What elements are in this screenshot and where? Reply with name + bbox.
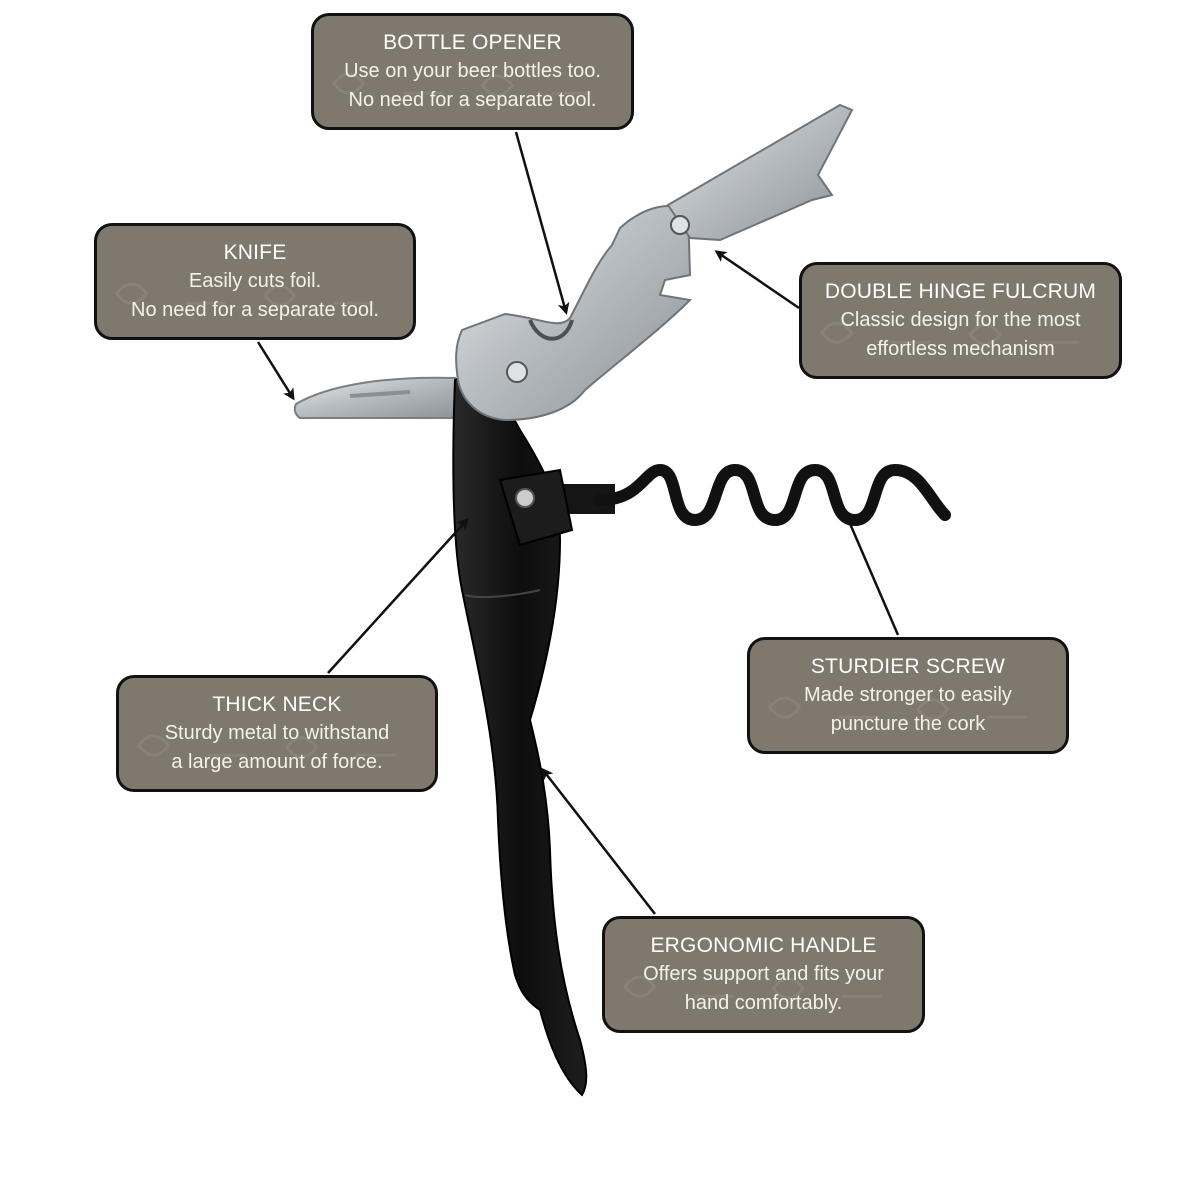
callout-line: hand comfortably. (684, 992, 843, 1014)
arrow-knife (256, 341, 295, 401)
callout-line: Use on your beer bottles too. (344, 60, 601, 82)
lever-rivet (506, 361, 528, 383)
callout-title: THICK NECK (212, 693, 342, 716)
callout-line: No need for a separate tool. (131, 299, 379, 321)
arrow-sturdier-screw (843, 509, 900, 636)
callout-line: Offers support and fits your (643, 963, 884, 985)
knife-blade (293, 376, 460, 419)
callout-line: puncture the cork (830, 713, 986, 735)
hinge-arm (666, 103, 854, 242)
arrow-double-hinge (714, 250, 800, 310)
callout-line: a large amount of force. (171, 751, 383, 773)
callout-bottle-opener: BOTTLE OPENER Use on your beer bottles t… (311, 13, 634, 130)
callout-knife: KNIFE Easily cuts foil. No need for a se… (94, 223, 416, 340)
arrow-thick-neck (327, 517, 470, 674)
callout-ergonomic-handle: ERGONOMIC HANDLE Offers support and fits… (602, 916, 925, 1033)
neck-rivet (515, 488, 535, 508)
black-handle (452, 376, 588, 1097)
callout-double-hinge-fulcrum: DOUBLE HINGE FULCRUM Classic design for … (799, 262, 1122, 379)
callout-title: ERGONOMIC HANDLE (650, 934, 877, 957)
callout-line: Easily cuts foil. (188, 270, 322, 292)
hinge-rivet (670, 215, 690, 235)
callout-line: Sturdy metal to withstand (164, 722, 390, 744)
callout-title: DOUBLE HINGE FULCRUM (824, 280, 1097, 303)
callout-line: Classic design for the most (840, 309, 1081, 331)
callout-title: BOTTLE OPENER (383, 31, 562, 54)
corkscrew-worm (594, 463, 951, 527)
callout-thick-neck: THICK NECK Sturdy metal to withstand a l… (116, 675, 438, 792)
callout-line: No need for a separate tool. (348, 89, 597, 111)
arrow-bottle-opener (514, 131, 570, 315)
arrow-ergonomic-handle (541, 767, 656, 915)
callout-title: STURDIER SCREW (810, 655, 1006, 678)
callout-title: KNIFE (223, 241, 287, 264)
callout-line: Made stronger to easily (804, 684, 1012, 706)
steel-lever (455, 205, 693, 422)
callout-line: effortless mechanism (866, 338, 1055, 360)
callout-sturdier-screw: STURDIER SCREW Made stronger to easily p… (747, 637, 1069, 754)
